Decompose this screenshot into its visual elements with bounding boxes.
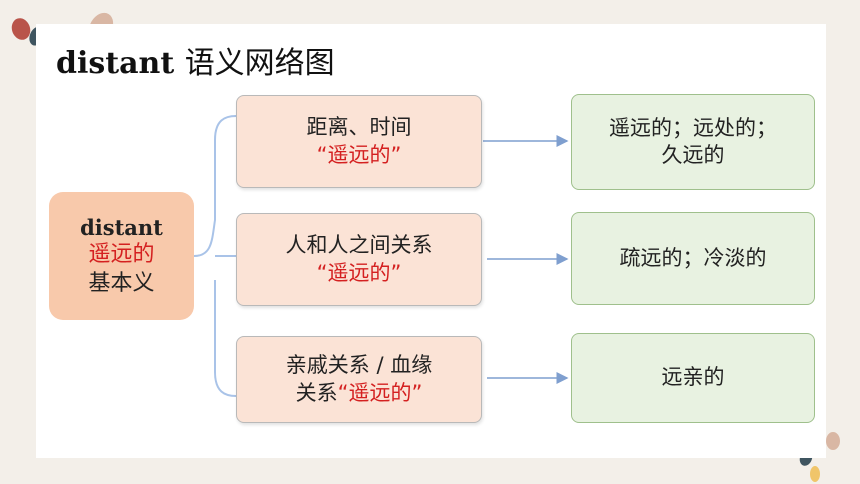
branch-3-prefix: 关系 — [295, 380, 338, 405]
leaf-1-line1: 遥远的；远处的； — [609, 115, 777, 140]
leaf-3-line1: 远亲的 — [661, 365, 725, 390]
branch-node-1: 距离、时间 “遥远的” — [236, 95, 482, 188]
leaf-node-1: 遥远的；远处的； 久远的 — [571, 94, 815, 190]
leaf-2-line1: 疏远的；冷淡的 — [619, 245, 767, 270]
branch-2-quote: “遥远的” — [316, 260, 402, 285]
branch-node-3: 亲戚关系 / 血缘 关系“遥远的” — [236, 336, 482, 423]
decor-dot-yellow2 — [810, 466, 820, 482]
leaf-node-3: 远亲的 — [571, 333, 815, 423]
title-word: distant — [56, 46, 175, 81]
root-word: distant — [80, 214, 163, 240]
branch-3-line1: 亲戚关系 / 血缘 — [285, 353, 433, 378]
branch-node-2: 人和人之间关系 “遥远的” — [236, 213, 482, 306]
root-node: distant 遥远的 基本义 — [49, 192, 194, 320]
decor-dot-beige2 — [826, 432, 840, 450]
root-label: 基本义 — [88, 270, 155, 296]
title-label: 语义网络图 — [184, 46, 335, 81]
root-meaning: 遥远的 — [88, 242, 155, 268]
leaf-1-line2: 久远的 — [661, 143, 725, 167]
branch-1-line1: 距离、时间 — [306, 115, 412, 140]
branch-1-quote: “遥远的” — [316, 142, 402, 167]
page-title: distant 语义网络图 — [56, 38, 335, 82]
bracket-connector — [193, 115, 237, 397]
leaf-node-2: 疏远的；冷淡的 — [571, 212, 815, 305]
branch-3-quote: “遥远的” — [337, 380, 423, 405]
branch-2-line1: 人和人之间关系 — [285, 233, 433, 258]
